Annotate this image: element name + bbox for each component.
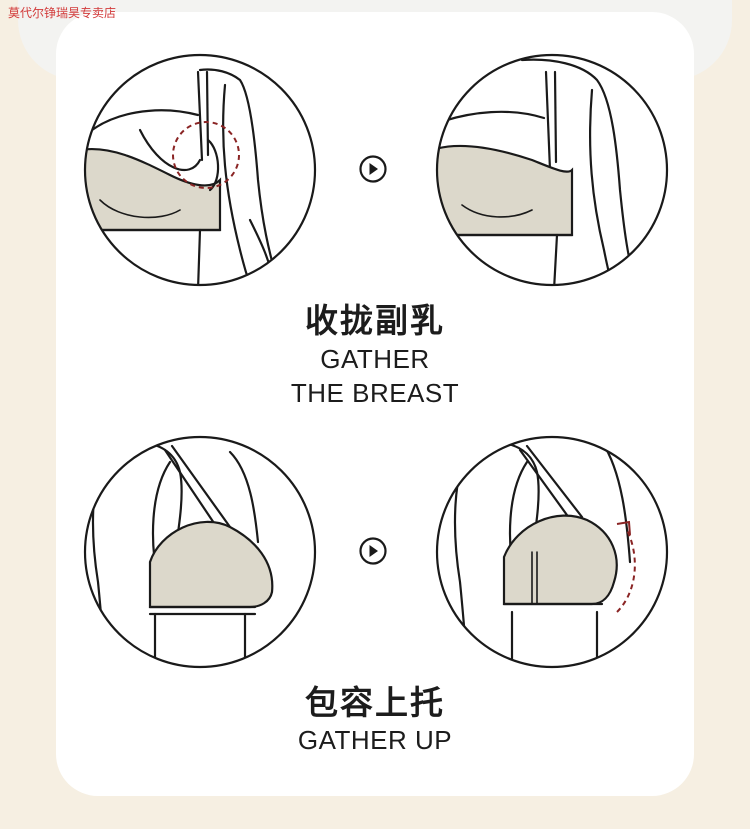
section-2-title-en: GATHER UP: [297, 725, 453, 755]
play-circle-icon: [359, 155, 387, 183]
section-1-title-en-line1: GATHER: [320, 344, 430, 374]
section-2-title-cn: 包容上托: [305, 683, 445, 722]
store-watermark: 莫代尔铮瑞昊专卖店: [8, 6, 117, 20]
lift-after-illustration: [435, 435, 669, 669]
section-1-title-cn: 收拢副乳: [305, 301, 445, 340]
gather-after-illustration: [435, 53, 669, 287]
section-1-title-en-line2: THE BREAST: [290, 378, 460, 408]
play-circle-icon: [359, 537, 387, 565]
gather-before-illustration: [83, 53, 317, 287]
lift-before-illustration: [83, 435, 317, 669]
